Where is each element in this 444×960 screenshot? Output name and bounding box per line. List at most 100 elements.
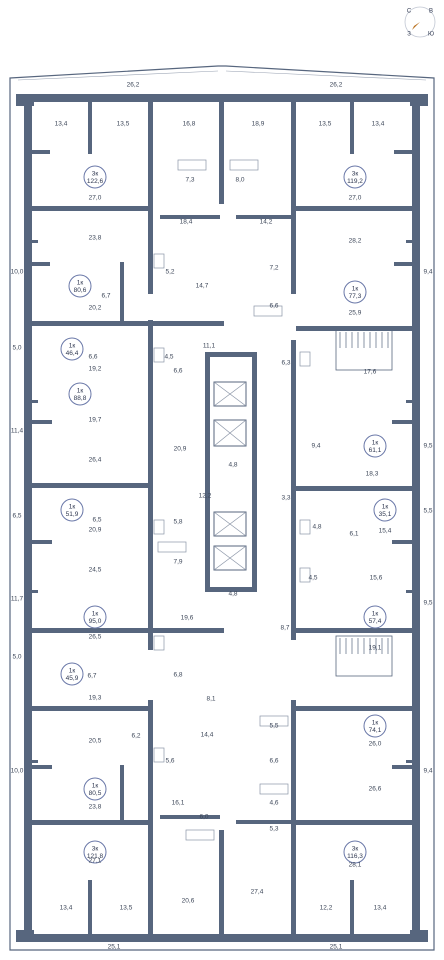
apartment-type: 1к xyxy=(77,280,84,287)
room-area-label: 27,1 xyxy=(89,858,102,865)
apartment-type: 3к xyxy=(92,846,99,853)
room-area-label: 11,4 xyxy=(11,428,24,435)
elevator-shafts xyxy=(213,381,247,571)
room-area-label: 5,0 xyxy=(12,654,21,661)
apartment-type: 1к xyxy=(372,611,379,618)
room-area-label: 25,1 xyxy=(108,944,121,951)
apartment-area: 80,5 xyxy=(89,790,102,797)
room-area-label: 19,1 xyxy=(369,645,382,652)
room-area-label: 7,9 xyxy=(173,559,182,566)
room-area-label: 5,3 xyxy=(269,826,278,833)
room-area-label: 19,6 xyxy=(181,615,194,622)
room-area-label: 10,0 xyxy=(11,269,24,276)
room-area-label: 9,5 xyxy=(423,443,432,450)
apartment-badge-ring xyxy=(343,840,367,864)
room-area-label: 25,9 xyxy=(349,310,362,317)
room-area-label: 9,4 xyxy=(423,768,432,775)
room-area-label: 6,3 xyxy=(281,360,290,367)
room-area-label: 8,1 xyxy=(206,696,215,703)
room-area-label: 5,5 xyxy=(269,723,278,730)
room-area-label: 6,7 xyxy=(87,673,96,680)
room-area-label: 28,2 xyxy=(349,238,362,245)
room-area-label: 6,0 xyxy=(199,814,208,821)
apartment-type: 3к xyxy=(352,171,359,178)
room-area-label: 18,9 xyxy=(252,121,265,128)
apartment-area: 88,8 xyxy=(74,395,87,402)
room-area-label: 26,6 xyxy=(369,786,382,793)
room-area-label: 6,8 xyxy=(173,672,182,679)
apartment-badge-ring xyxy=(68,274,92,298)
apartment-type: 1к xyxy=(69,504,76,511)
compass: С В Ю З xyxy=(404,6,436,38)
room-area-label: 26,0 xyxy=(369,741,382,748)
apartment-type: 1к xyxy=(92,783,99,790)
room-area-label: 6,6 xyxy=(269,758,278,765)
room-area-label: 13,5 xyxy=(120,905,133,912)
room-area-label: 5,2 xyxy=(165,269,174,276)
apartment-area: 121,8 xyxy=(87,853,104,860)
room-area-label: 7,2 xyxy=(269,265,278,272)
staircase-top xyxy=(335,329,393,371)
compass-west-label: З xyxy=(407,32,411,38)
room-area-label: 27,0 xyxy=(89,195,102,202)
apartment-type: 1к xyxy=(372,720,379,727)
apartment-area: 119,2 xyxy=(347,178,363,185)
room-area-label: 19,7 xyxy=(89,417,102,424)
room-area-label: 16,8 xyxy=(183,121,196,128)
room-area-label: 28,1 xyxy=(349,862,362,869)
room-area-label: 12,2 xyxy=(199,493,212,500)
room-area-label: 6,7 xyxy=(101,293,110,300)
room-area-label: 23,8 xyxy=(89,804,102,811)
room-area-label: 14,7 xyxy=(196,283,209,290)
apartment-badge-ring xyxy=(373,498,397,522)
apartment-badge-ring xyxy=(343,280,367,304)
room-area-label: 6,1 xyxy=(349,531,358,538)
apartment-area: 35,1 xyxy=(379,511,392,518)
compass-east-label: В xyxy=(429,9,433,15)
apartment-badge-ring xyxy=(60,337,84,361)
room-area-label: 6,2 xyxy=(131,733,140,740)
apartment-area: 95,0 xyxy=(89,618,102,625)
apartment-type: 3к xyxy=(92,171,99,178)
room-area-label: 26,2 xyxy=(330,82,343,89)
apartment-area: 80,6 xyxy=(74,287,87,294)
room-area-label: 8,0 xyxy=(235,177,244,184)
apartment-type: 1к xyxy=(372,440,379,447)
apartment-area: 74,1 xyxy=(369,727,382,734)
room-area-label: 26,5 xyxy=(89,634,102,641)
room-area-label: 23,8 xyxy=(89,235,102,242)
compass-north-label: С xyxy=(407,9,412,15)
apartment-badge-ring xyxy=(83,840,107,864)
room-area-label: 10,0 xyxy=(11,768,24,775)
room-area-label: 5,8 xyxy=(173,519,182,526)
apartment-badge-ring xyxy=(83,777,107,801)
room-area-label: 18,4 xyxy=(180,219,193,226)
apartment-area: 61,1 xyxy=(369,447,382,454)
room-area-label: 3,3 xyxy=(281,495,290,502)
room-area-label: 4,8 xyxy=(228,591,237,598)
apartment-type: 1к xyxy=(69,668,76,675)
room-area-label: 4,8 xyxy=(228,462,237,469)
apartment-type: 1к xyxy=(69,343,76,350)
room-area-label: 6,6 xyxy=(88,354,97,361)
apartment-type: 1к xyxy=(382,504,389,511)
apartment-badge-ring xyxy=(68,382,92,406)
apartment-type: 1к xyxy=(92,611,99,618)
